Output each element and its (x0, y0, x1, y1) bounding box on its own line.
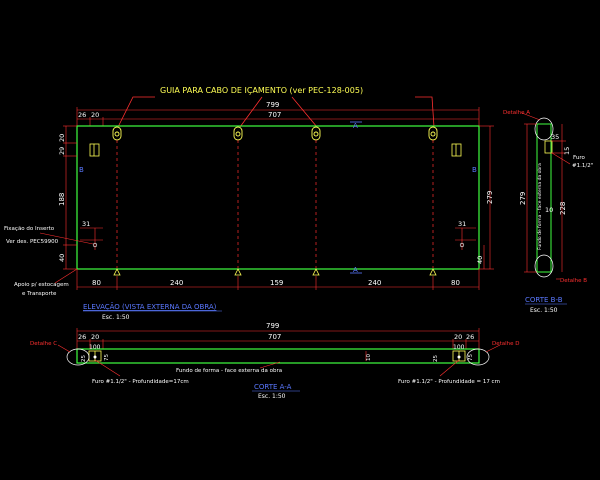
lifting-slots (112, 126, 438, 141)
aa-dim-10: 10 (366, 354, 372, 361)
aa-detalhe-d: Detalhe D (492, 341, 520, 347)
bb-inner-label: Fundo de forma - face externa da obra (537, 163, 543, 250)
dim-40-left: 40 (58, 254, 66, 262)
aa-dim-26-left: 26 (78, 333, 86, 341)
dim-707-top: 707 (268, 111, 281, 119)
bb-dim-10: 10 (545, 206, 553, 214)
section-marker-a-bottom: A (350, 266, 362, 274)
aa-scale: Esc. 1:50 (258, 393, 286, 400)
section-marker-b-left: B (79, 166, 84, 174)
drawing-title: GUIA PARA CABO DE IÇAMENTO (ver PEC-128-… (160, 86, 363, 95)
aa-dim-20-right: 20 (454, 333, 462, 341)
section-marker-b-right: B (472, 166, 477, 174)
annotation-leaders-left (39, 232, 94, 284)
aa-dim-100-left: 100 (89, 344, 101, 351)
aa-dim-25-right: 25 (433, 355, 439, 362)
aa-inserts (88, 350, 466, 362)
svg-text:A: A (353, 122, 358, 130)
bb-furo-label: Furo (573, 155, 585, 161)
dim-188-left: 188 (58, 193, 66, 206)
label-apoio: Apoio p/ estocagem (14, 282, 69, 288)
label-fixacao-inserto: Fixação do Inserto (4, 226, 55, 232)
dim-240-bottom-right: 240 (368, 279, 381, 287)
elevation-top-dim-lines (76, 107, 480, 126)
bb-caption: CORTE B-B (525, 296, 563, 304)
elevation-panel-outline (76, 125, 480, 270)
dim-240-bottom-left: 240 (170, 279, 183, 287)
aa-detalhe-c: Detalhe C (30, 341, 57, 347)
section-bb-body (534, 117, 554, 278)
elevation-caption: ELEVAÇÃO (VISTA EXTERNA DA OBRA) (83, 302, 217, 311)
aa-dim-100-right: 100 (453, 344, 465, 351)
svg-text:B: B (79, 166, 84, 174)
support-marks (113, 268, 437, 276)
aa-hole-left (93, 355, 97, 359)
label-ver-des: Ver des. PEC59900 (6, 239, 59, 245)
aa-dim-26-right: 26 (466, 333, 474, 341)
svg-text:A: A (353, 266, 358, 274)
aa-furo-left: Furo #1.1/2" - Profundidade=17cm (92, 379, 189, 385)
aa-detail-circle-left (66, 348, 90, 366)
elevation-bottom-dim-lines (76, 269, 480, 290)
fixing-point-right (459, 242, 465, 248)
bb-dim-35: 35 (551, 133, 559, 141)
bb-detalhe-b: Detalhe B (560, 278, 587, 284)
label-transporte: e Transporte (22, 291, 57, 297)
fixing-point-left (92, 242, 98, 248)
aa-dim-25-left: 25 (81, 355, 87, 362)
dim-80-bottom-left: 80 (92, 279, 101, 287)
dim-31-right: 31 (458, 220, 466, 228)
aa-leaders (57, 344, 501, 377)
aa-inner-label: Fundo de forma - face externa da obra (176, 368, 282, 374)
bb-dim-279: 279 (519, 192, 527, 205)
dim-799-top: 799 (266, 101, 279, 109)
section-bb-dim-lines (521, 112, 571, 280)
aa-panel-outline (76, 348, 480, 364)
aa-dim-707: 707 (268, 333, 281, 341)
aa-dim-799: 799 (266, 322, 279, 330)
aa-detail-circle-right (466, 348, 490, 366)
bb-scale: Esc. 1:50 (530, 307, 558, 314)
aa-dim-75-right: 75 (468, 354, 474, 361)
dim-80-bottom-right: 80 (451, 279, 460, 287)
title-leaders (117, 96, 435, 128)
svg-text:B: B (472, 166, 477, 174)
dim-40-right: 40 (476, 256, 484, 264)
fixing-detail-lines (80, 227, 476, 250)
elevation-right-dim-lines (479, 125, 494, 270)
bb-dim-15: 15 (563, 147, 571, 155)
inserts (89, 143, 462, 157)
dim-29-left: 29 (58, 147, 66, 155)
bb-furo-size: #1.1/2" (572, 163, 593, 169)
aa-furo-right: Furo #1.1/2" - Profundidade = 17 cm (398, 379, 500, 385)
elevation-left-dim-lines (63, 125, 77, 270)
section-marker-a-top: A (350, 121, 362, 130)
dim-279-right: 279 (486, 191, 494, 204)
bb-dim-228: 228 (559, 202, 567, 215)
aa-hole-right (457, 355, 461, 359)
slot-centerlines (116, 140, 434, 268)
aa-dim-20-left: 20 (91, 333, 99, 341)
dim-26-top: 26 (78, 111, 86, 119)
aa-dim-75-left: 75 (104, 354, 110, 361)
section-aa-top-dim-lines (76, 328, 480, 349)
elevation-scale: Esc. 1:50 (102, 314, 130, 321)
dim-31-left: 31 (82, 220, 90, 228)
dim-20-left: 20 (58, 134, 66, 142)
dim-159-bottom: 159 (270, 279, 283, 287)
dim-20-top: 20 (91, 111, 99, 119)
bb-detalhe-a: Detalhe A (503, 110, 530, 116)
aa-caption: CORTE A-A (254, 383, 292, 391)
